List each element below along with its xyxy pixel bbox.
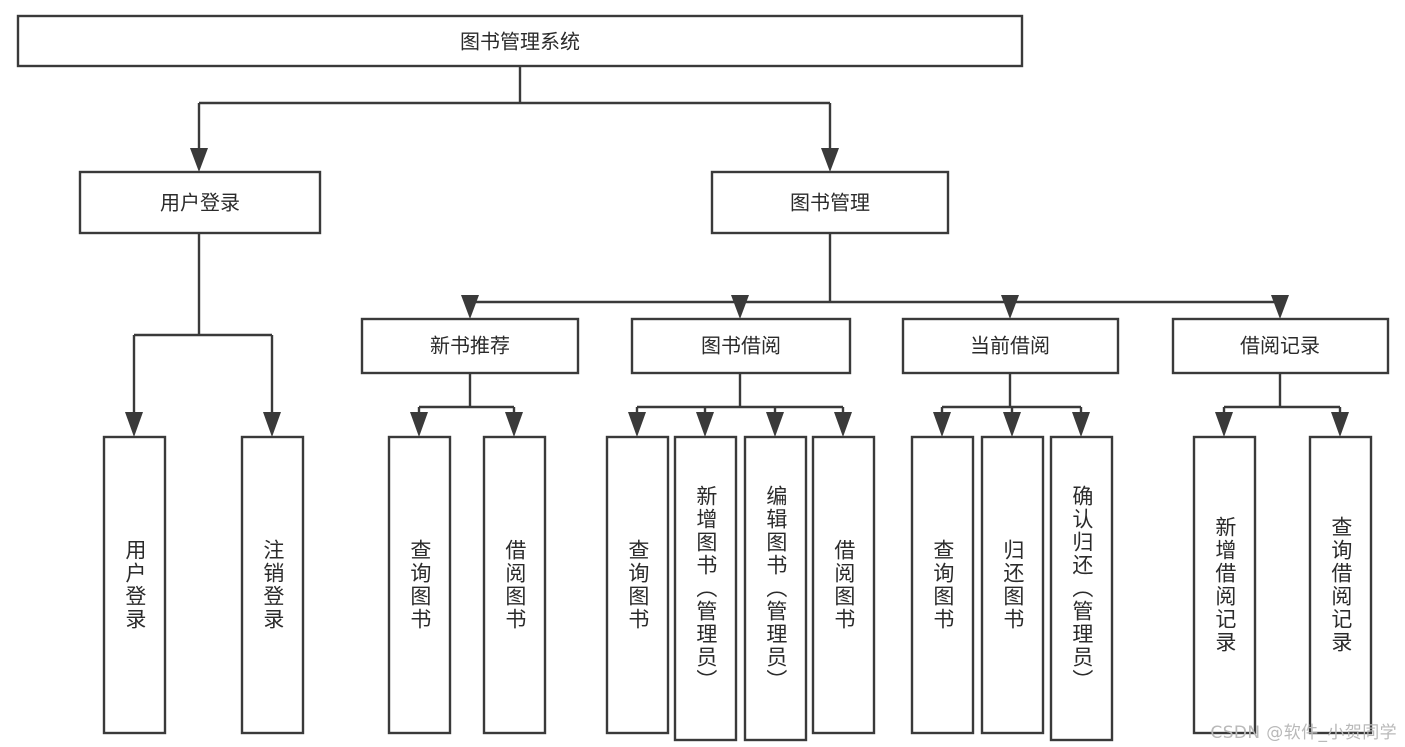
arrow-head-leaf-borrow-book-2: [834, 412, 852, 437]
node-new-book-recommend[interactable]: 新书推荐: [360, 317, 580, 375]
node-root-box[interactable]: [16, 14, 1024, 68]
arrow-head-leaf-logout: [263, 412, 281, 437]
leaf-box-add-book[interactable]: [673, 435, 738, 742]
arrow-head-leaf-query-book-2: [628, 412, 646, 437]
node-borrow-record-label: 借阅记录: [1240, 334, 1320, 358]
node-user-login-box[interactable]: [78, 170, 322, 235]
node-book-borrow[interactable]: 图书借阅: [630, 317, 852, 375]
arrow-head-leaf-query-book-3: [933, 412, 951, 437]
leaf-box-borrow-book-1[interactable]: [482, 435, 547, 735]
connector-borrow-record-fan: [1222, 373, 1342, 415]
arrow-head-leaf-add-book: [696, 412, 714, 437]
arrow-head-leaf-query-record: [1331, 412, 1349, 437]
node-borrow-record[interactable]: 借阅记录: [1171, 317, 1390, 375]
arrow-head-leaf-edit-book: [766, 412, 784, 437]
connector-layer: [125, 66, 1349, 437]
arrow-head-current-borrow: [1001, 295, 1019, 319]
leaf-box-query-book-1[interactable]: [387, 435, 452, 735]
node-book-manage-label: 图书管理: [790, 191, 870, 215]
node-root[interactable]: 图书管理系统: [16, 14, 1024, 68]
arrow-head-leaf-confirm-return: [1072, 412, 1090, 437]
node-new-book-recommend-box[interactable]: [360, 317, 580, 375]
arrow-head-leaf-return-book: [1003, 412, 1021, 437]
node-root-label: 图书管理系统: [460, 30, 580, 54]
connector-root-trunk: [197, 66, 832, 155]
leaf-box-borrow-book-2[interactable]: [811, 435, 876, 735]
connector-user-login-fan: [132, 233, 274, 418]
node-borrow-record-box[interactable]: [1171, 317, 1390, 375]
arrow-head-leaf-borrow-book-1: [505, 412, 523, 437]
node-book-borrow-box[interactable]: [630, 317, 852, 375]
leaf-box-edit-book[interactable]: [743, 435, 808, 742]
leaf-box-layer: [102, 435, 1373, 742]
node-new-book-recommend-label: 新书推荐: [430, 334, 510, 358]
node-book-borrow-label: 图书借阅: [701, 334, 781, 358]
leaf-box-confirm-return[interactable]: [1049, 435, 1114, 742]
node-current-borrow-label: 当前借阅: [970, 334, 1050, 358]
arrow-head-borrow-record: [1271, 295, 1289, 319]
connector-book-borrow-fan: [635, 373, 845, 415]
arrow-head-user-login: [190, 148, 208, 172]
arrow-head-leaf-query-book-1: [410, 412, 428, 437]
arrow-head-leaf-user-login: [125, 412, 143, 437]
arrow-head-book-manage: [821, 148, 839, 172]
node-book-manage-box[interactable]: [710, 170, 950, 235]
leaf-box-logout[interactable]: [240, 435, 305, 735]
node-book-manage[interactable]: 图书管理: [710, 170, 950, 235]
arrow-head-leaf-add-record: [1215, 412, 1233, 437]
watermark-text: CSDN @软件_小贺同学: [1210, 723, 1397, 743]
leaf-box-query-book-3[interactable]: [910, 435, 975, 735]
leaf-box-add-record[interactable]: [1192, 435, 1257, 735]
connector-current-borrow-fan: [940, 373, 1083, 415]
node-current-borrow-box[interactable]: [901, 317, 1120, 375]
connector-book-manage-fan: [468, 233, 1282, 304]
leaf-box-query-book-2[interactable]: [605, 435, 670, 735]
node-user-login[interactable]: 用户登录: [78, 170, 322, 235]
connector-new-book-fan: [417, 373, 516, 415]
arrow-head-new-book: [461, 295, 479, 319]
leaf-box-query-record[interactable]: [1308, 435, 1373, 735]
leaf-box-user-login[interactable]: [102, 435, 167, 735]
node-user-login-label: 用户登录: [160, 191, 240, 215]
node-current-borrow[interactable]: 当前借阅: [901, 317, 1120, 375]
leaf-box-return-book[interactable]: [980, 435, 1045, 735]
arrow-head-book-borrow: [731, 295, 749, 319]
